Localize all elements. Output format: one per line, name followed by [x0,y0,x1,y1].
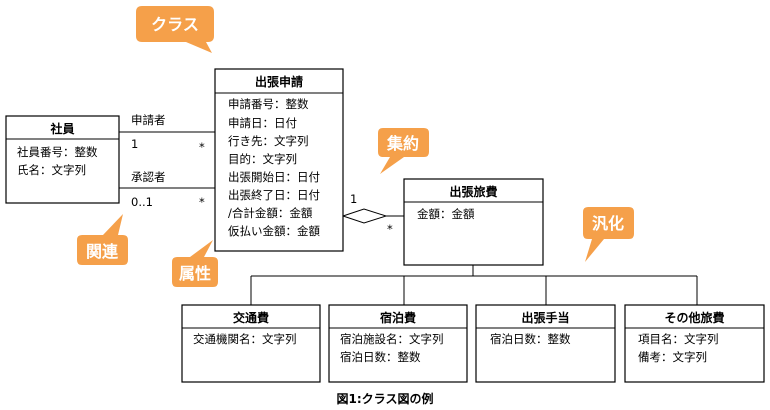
class-shain: 社員 社員番号：整数 氏名：文字列 [5,115,120,204]
class-sonota-ryohi-attr: 項目名：文字列 [638,332,719,346]
callout-class: クラス [136,6,214,53]
class-shutchou-shinsei-attr: /合計金額：金額 [228,206,313,220]
class-koutsuuhi-name: 交通費 [233,310,269,325]
class-sonota-ryohi-name: その他旅費 [664,310,724,325]
class-shutchou-shinsei-attr: 申請番号：整数 [228,97,309,111]
figure-caption: 図1:クラス図の例 [337,391,434,406]
callout-aggregation-label: 集約 [386,134,419,153]
class-shain-attr: 氏名：文字列 [17,163,86,177]
class-shutchou-shinsei-attr: 目的：文字列 [228,152,297,166]
class-shutchou-shinsei-name: 出張申請 [255,74,303,89]
callout-attribute: 属性 [172,240,218,287]
association-applicant-role: 申請者 [131,113,166,127]
association-applicant-mult-left: 1 [131,137,138,151]
class-shukuhakuhi: 宿泊費 宿泊施設名：文字列 宿泊日数：整数 [328,304,468,383]
class-sonota-ryohi: その他旅費 項目名：文字列 備考：文字列 [624,304,765,383]
class-shain-name: 社員 [49,121,74,136]
class-shutchou-teate: 出張手当 宿泊日数：整数 [475,304,616,383]
class-koutsuuhi-attr: 交通機関名：文字列 [193,332,297,346]
class-shutchou-shinsei-attr: 申請日：日付 [228,116,297,130]
class-shutchou-shinsei-attr: 出張終了日：日付 [228,188,320,202]
association-approver-role: 承認者 [131,170,166,184]
callout-generalization: 汎化 [583,207,634,262]
aggregation-mult-whole: 1 [350,192,357,206]
callout-association: 関連 [77,214,128,265]
aggregation-mult-part: * [387,222,393,236]
callout-association-label: 関連 [86,242,119,261]
class-shutchou-teate-name: 出張手当 [521,310,569,325]
callout-generalization-label: 汎化 [592,214,624,233]
callout-aggregation: 集約 [378,128,429,174]
class-shain-attr: 社員番号：整数 [17,145,98,159]
class-shukuhakuhi-attr: 宿泊日数：整数 [340,350,421,364]
class-shukuhakuhi-attr: 宿泊施設名：文字列 [340,332,444,346]
callout-attribute-label: 属性 [179,264,211,283]
class-shutchou-teate-attr: 宿泊日数：整数 [490,332,571,346]
class-shutchou-shinsei-attr: 仮払い金額：金額 [228,224,320,238]
class-koutsuuhi: 交通費 交通機関名：文字列 [181,304,321,383]
callout-class-label: クラス [151,15,199,34]
association-applicant: 申請者 1 * [119,113,215,154]
association-applicant-mult-right: * [199,140,205,154]
class-shukuhakuhi-name: 宿泊費 [380,310,416,325]
class-shutchou-shinsei-attr: 出張開始日：日付 [228,170,320,184]
class-shutchou-shinsei-attr: 行き先：文字列 [228,134,309,148]
class-shutchou-shinsei: 出張申請 申請番号：整数 申請日：日付 行き先：文字列 目的：文字列 出張開始日… [214,68,344,252]
class-sonota-ryohi-attr: 備考：文字列 [638,350,707,364]
aggregation-link: 1 * [341,192,404,236]
association-approver-mult-right: * [199,195,205,209]
association-approver-mult-left: 0..1 [131,195,153,209]
class-shutchou-ryohi: 出張旅費 金額：金額 [403,178,544,266]
class-shutchou-ryohi-attr: 金額：金額 [417,207,475,221]
association-approver: 承認者 0..1 * [119,170,215,209]
class-shutchou-ryohi-name: 出張旅費 [449,184,497,199]
aggregation-diamond [341,208,388,224]
